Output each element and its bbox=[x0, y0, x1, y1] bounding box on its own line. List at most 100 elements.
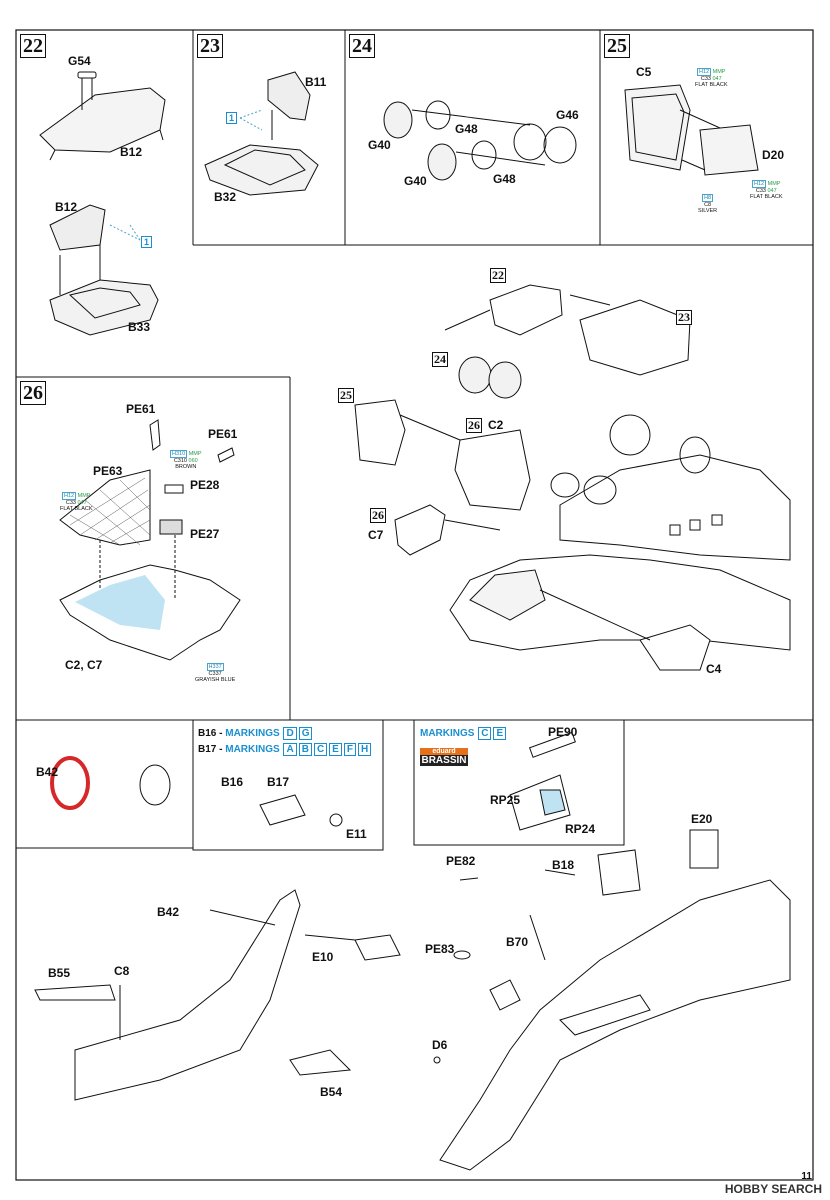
step-number: 26 bbox=[20, 381, 46, 405]
part-label: B55 bbox=[48, 966, 71, 980]
step-number: 25 bbox=[604, 34, 630, 58]
part-label: C2 bbox=[488, 418, 504, 432]
part-label: RP24 bbox=[565, 822, 596, 836]
part-d6 bbox=[433, 1056, 441, 1064]
part-g54 bbox=[77, 71, 97, 79]
part-pe27 bbox=[159, 519, 183, 535]
part-d20 bbox=[699, 124, 759, 176]
part-b55 bbox=[34, 984, 116, 1001]
markings-box-b16 bbox=[192, 719, 384, 851]
part-pe83 bbox=[453, 950, 471, 960]
step-reference: 26 bbox=[466, 418, 482, 433]
step-number: 23 bbox=[197, 34, 223, 58]
step-reference: 23 bbox=[676, 310, 692, 325]
part-label: G40 bbox=[368, 138, 391, 152]
paint-callout: H310 MMP C310 060 BROWN bbox=[170, 450, 202, 470]
part-label: C2, C7 bbox=[65, 658, 103, 672]
part-rp24-group bbox=[597, 849, 641, 896]
part-label: C8 bbox=[114, 964, 130, 978]
step-reference: 25 bbox=[338, 388, 354, 403]
part-label: PE28 bbox=[190, 478, 220, 492]
page-number: 11 bbox=[801, 1171, 812, 1182]
part-label: D6 bbox=[432, 1038, 448, 1052]
part-label: C7 bbox=[368, 528, 384, 542]
part-b11 bbox=[267, 71, 311, 121]
assy-part-25 bbox=[354, 399, 406, 466]
part-label: PE61 bbox=[126, 402, 156, 416]
brassin-logo: eduard BRASSIN bbox=[420, 748, 468, 766]
step-reference: 26 bbox=[370, 508, 386, 523]
part-pe61-a bbox=[149, 419, 161, 451]
part-c5 bbox=[624, 84, 691, 171]
part-g46-a bbox=[513, 123, 547, 161]
part-label: B33 bbox=[128, 320, 151, 334]
part-b32 bbox=[204, 144, 319, 196]
part-label: C4 bbox=[706, 662, 722, 676]
step-number: 24 bbox=[349, 34, 375, 58]
part-label: B42 bbox=[36, 765, 59, 779]
part-label: G46 bbox=[556, 108, 579, 122]
part-label: D20 bbox=[762, 148, 785, 162]
part-g40-a bbox=[383, 101, 413, 139]
part-label: B42 bbox=[157, 905, 180, 919]
part-label: PE27 bbox=[190, 527, 220, 541]
part-label: B54 bbox=[320, 1085, 343, 1099]
part-b12-mid bbox=[49, 204, 106, 251]
paint-callout: H8 C8 SILVER bbox=[698, 194, 718, 214]
part-label: PE90 bbox=[548, 725, 578, 739]
part-e10-pod bbox=[354, 934, 401, 961]
part-label: E20 bbox=[691, 812, 713, 826]
callout-box: 1 bbox=[226, 112, 238, 124]
part-label: G48 bbox=[493, 172, 516, 186]
part-label: PE83 bbox=[425, 942, 455, 956]
paint-callout: H12 MMP C33 047 FLAT BLACK bbox=[60, 492, 93, 512]
part-label: B32 bbox=[214, 190, 237, 204]
assy-part-c4 bbox=[639, 624, 711, 671]
part-label: B18 bbox=[552, 858, 575, 872]
part-label: B16 bbox=[221, 775, 244, 789]
part-b42-window bbox=[139, 764, 171, 806]
page-frame bbox=[15, 29, 814, 1181]
paint-callout: H12 MMP C33 047 FLAT BLACK bbox=[695, 68, 728, 88]
part-pe61-b bbox=[217, 447, 235, 463]
part-b18 bbox=[529, 869, 576, 961]
assy-part-c2 bbox=[454, 429, 531, 511]
assy-part-22 bbox=[489, 284, 563, 336]
part-label: RP25 bbox=[490, 793, 521, 807]
callout-box: 1 bbox=[141, 236, 153, 248]
tail-rotor-blade bbox=[559, 994, 651, 1036]
fuselage-engine-area bbox=[559, 454, 791, 561]
tail-boom-right bbox=[439, 879, 791, 1171]
part-g48-a bbox=[425, 100, 451, 130]
part-b42-red bbox=[50, 756, 90, 810]
assy-part-23 bbox=[579, 299, 691, 376]
part-pe82 bbox=[459, 877, 479, 881]
part-b12-top bbox=[39, 87, 166, 153]
part-label: B70 bbox=[506, 935, 529, 949]
part-label: PE61 bbox=[208, 427, 238, 441]
part-g48-b bbox=[471, 140, 497, 170]
part-e20 bbox=[689, 829, 719, 869]
part-g40-b bbox=[427, 143, 457, 181]
part-label: PE63 bbox=[93, 464, 123, 478]
part-rp25 bbox=[509, 774, 571, 831]
part-label: E10 bbox=[312, 950, 334, 964]
step-number: 22 bbox=[20, 34, 46, 58]
part-label: C5 bbox=[636, 65, 652, 79]
paint-callout: H12 MMP C33 047 FLAT BLACK bbox=[750, 180, 783, 200]
tail-boom-left bbox=[74, 889, 301, 1101]
paint-callout: H337 C337 GRAYISH BLUE bbox=[195, 663, 236, 683]
part-label: G40 bbox=[404, 174, 427, 188]
part-pe90 bbox=[528, 731, 576, 758]
part-label: E11 bbox=[346, 827, 367, 841]
part-b16-b17 bbox=[259, 794, 306, 826]
part-label: B17 bbox=[267, 775, 290, 789]
part-b54 bbox=[289, 1049, 352, 1076]
assy-part-c7 bbox=[394, 504, 446, 556]
part-label: G48 bbox=[455, 122, 478, 136]
part-e11 bbox=[329, 813, 343, 827]
